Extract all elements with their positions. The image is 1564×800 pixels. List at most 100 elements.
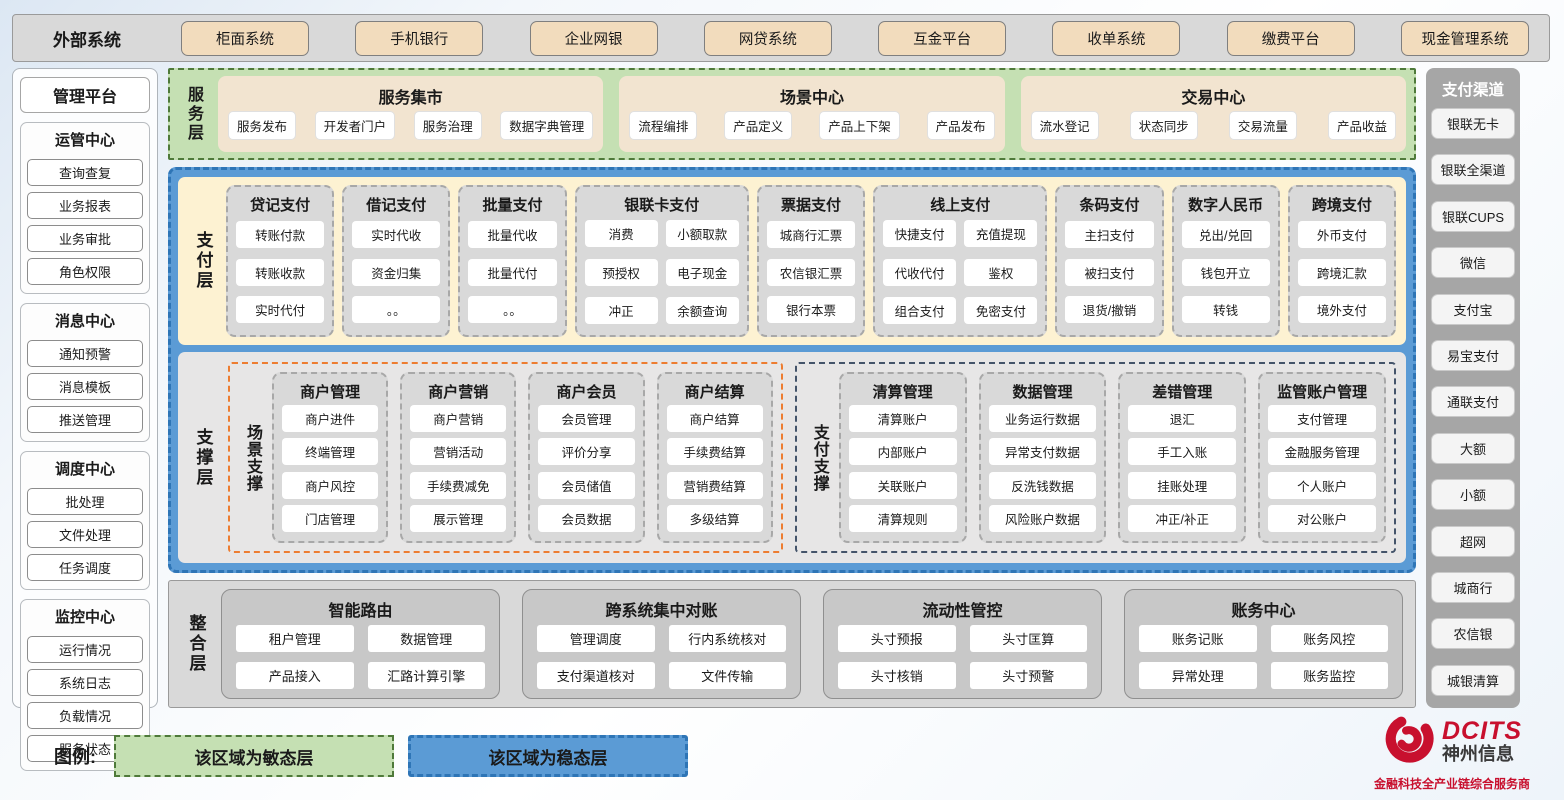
- payment-function-button[interactable]: 农信银汇票: [766, 258, 856, 286]
- payment-function-button[interactable]: 快捷支付: [883, 220, 957, 248]
- support-function-button[interactable]: 展示管理: [410, 505, 507, 533]
- payment-function-button[interactable]: 银行本票: [766, 295, 856, 323]
- channel-button[interactable]: 城银清算: [1431, 664, 1515, 696]
- channel-button[interactable]: 微信: [1431, 247, 1515, 279]
- payment-function-button[interactable]: 充值提现: [964, 220, 1038, 248]
- integration-function-button[interactable]: 头寸核销: [838, 662, 956, 689]
- payment-function-button[interactable]: 。。: [352, 295, 441, 323]
- support-function-button[interactable]: 商户营销: [410, 404, 507, 432]
- integration-function-button[interactable]: 行内系统核对: [668, 625, 786, 652]
- integration-function-button[interactable]: 汇路计算引擎: [367, 662, 485, 689]
- integration-function-button[interactable]: 头寸预警: [969, 662, 1087, 689]
- management-function-button[interactable]: 文件处理: [27, 521, 143, 548]
- management-function-button[interactable]: 任务调度: [27, 554, 143, 581]
- support-function-button[interactable]: 商户结算: [666, 404, 763, 432]
- support-function-button[interactable]: 手工入账: [1128, 438, 1237, 466]
- integration-function-button[interactable]: 头寸预报: [838, 625, 956, 652]
- payment-function-button[interactable]: 主扫支付: [1065, 221, 1154, 249]
- service-function-button[interactable]: 产品发布: [926, 111, 995, 141]
- management-function-button[interactable]: 业务审批: [27, 225, 143, 252]
- integration-function-button[interactable]: 文件传输: [668, 662, 786, 689]
- payment-function-button[interactable]: 组合支付: [883, 296, 957, 324]
- support-function-button[interactable]: 个人账户: [1268, 471, 1376, 499]
- integration-function-button[interactable]: 管理调度: [537, 625, 655, 652]
- integration-function-button[interactable]: 账务记账: [1139, 625, 1257, 652]
- payment-function-button[interactable]: 资金归集: [352, 258, 441, 286]
- integration-function-button[interactable]: 数据管理: [367, 625, 485, 652]
- service-function-button[interactable]: 状态同步: [1129, 111, 1198, 141]
- channel-button[interactable]: 易宝支付: [1431, 340, 1515, 372]
- service-function-button[interactable]: 数据字典管理: [500, 111, 594, 141]
- payment-function-button[interactable]: 。。: [468, 295, 557, 323]
- integration-function-button[interactable]: 支付渠道核对: [537, 662, 655, 689]
- external-system-button[interactable]: 网贷系统: [703, 20, 832, 56]
- payment-function-button[interactable]: 小额取款: [665, 220, 739, 248]
- support-function-button[interactable]: 商户进件: [282, 404, 379, 432]
- payment-function-button[interactable]: 钱包开立: [1181, 258, 1270, 286]
- support-function-button[interactable]: 营销活动: [410, 438, 507, 466]
- service-function-button[interactable]: 服务治理: [413, 111, 482, 141]
- payment-function-button[interactable]: 冲正: [584, 296, 658, 324]
- support-function-button[interactable]: 门店管理: [282, 505, 379, 533]
- channel-button[interactable]: 大额: [1431, 432, 1515, 464]
- support-function-button[interactable]: 业务运行数据: [988, 404, 1097, 432]
- payment-function-button[interactable]: 兑出/兑回: [1181, 221, 1270, 249]
- channel-button[interactable]: 银联无卡: [1431, 108, 1515, 139]
- service-function-button[interactable]: 产品定义: [724, 111, 793, 141]
- support-function-button[interactable]: 挂账处理: [1128, 471, 1237, 499]
- support-function-button[interactable]: 对公账户: [1268, 505, 1376, 533]
- channel-button[interactable]: 小额: [1431, 479, 1515, 511]
- support-function-button[interactable]: 手续费结算: [666, 438, 763, 466]
- integration-function-button[interactable]: 账务风控: [1270, 625, 1388, 652]
- payment-function-button[interactable]: 余额查询: [665, 296, 739, 324]
- support-function-button[interactable]: 金融服务管理: [1268, 438, 1376, 466]
- support-function-button[interactable]: 支付管理: [1268, 404, 1376, 432]
- support-function-button[interactable]: 营销费结算: [666, 471, 763, 499]
- support-function-button[interactable]: 手续费减免: [410, 471, 507, 499]
- payment-function-button[interactable]: 转账收款: [236, 258, 325, 286]
- payment-function-button[interactable]: 退货/撤销: [1065, 295, 1154, 323]
- channel-button[interactable]: 银联CUPS: [1431, 200, 1515, 232]
- channel-button[interactable]: 银联全渠道: [1431, 154, 1515, 186]
- channel-button[interactable]: 通联支付: [1431, 386, 1515, 418]
- management-function-button[interactable]: 通知预警: [27, 340, 143, 367]
- integration-function-button[interactable]: 头寸匡算: [969, 625, 1087, 652]
- integration-function-button[interactable]: 产品接入: [236, 662, 354, 689]
- management-function-button[interactable]: 消息模板: [27, 373, 143, 400]
- support-function-button[interactable]: 内部账户: [848, 438, 957, 466]
- service-function-button[interactable]: 产品上下架: [819, 111, 900, 141]
- payment-function-button[interactable]: 被扫支付: [1065, 258, 1154, 286]
- support-function-button[interactable]: 评价分享: [538, 438, 635, 466]
- support-function-button[interactable]: 会员数据: [538, 505, 635, 533]
- payment-function-button[interactable]: 预授权: [584, 258, 658, 286]
- external-system-button[interactable]: 互金平台: [878, 20, 1007, 56]
- payment-function-button[interactable]: 实时代付: [236, 295, 325, 323]
- payment-function-button[interactable]: 鉴权: [964, 258, 1038, 286]
- payment-function-button[interactable]: 代收代付: [883, 258, 957, 286]
- external-system-button[interactable]: 手机银行: [355, 20, 484, 56]
- payment-function-button[interactable]: 消费: [584, 220, 658, 248]
- integration-function-button[interactable]: 异常处理: [1139, 662, 1257, 689]
- channel-button[interactable]: 农信银: [1431, 618, 1515, 650]
- management-function-button[interactable]: 批处理: [27, 488, 143, 515]
- management-function-button[interactable]: 运行情况: [27, 636, 143, 663]
- management-function-button[interactable]: 角色权限: [27, 258, 143, 285]
- external-system-button[interactable]: 缴费平台: [1226, 20, 1355, 56]
- support-function-button[interactable]: 退汇: [1128, 404, 1237, 432]
- support-function-button[interactable]: 终端管理: [282, 438, 379, 466]
- service-function-button[interactable]: 开发者门户: [314, 111, 396, 141]
- external-system-button[interactable]: 企业网银: [529, 20, 658, 56]
- external-system-button[interactable]: 柜面系统: [181, 20, 309, 56]
- support-function-button[interactable]: 关联账户: [848, 471, 957, 499]
- service-function-button[interactable]: 流程编排: [629, 111, 698, 141]
- support-function-button[interactable]: 会员储值: [538, 471, 635, 499]
- channel-button[interactable]: 城商行: [1431, 572, 1515, 604]
- payment-function-button[interactable]: 实时代收: [352, 221, 441, 249]
- external-system-button[interactable]: 收单系统: [1052, 20, 1181, 56]
- channel-button[interactable]: 支付宝: [1431, 293, 1515, 325]
- support-function-button[interactable]: 异常支付数据: [988, 438, 1097, 466]
- service-function-button[interactable]: 交易流量: [1228, 111, 1297, 141]
- management-function-button[interactable]: 业务报表: [27, 192, 143, 219]
- support-function-button[interactable]: 反洗钱数据: [988, 471, 1097, 499]
- integration-function-button[interactable]: 租户管理: [236, 625, 354, 652]
